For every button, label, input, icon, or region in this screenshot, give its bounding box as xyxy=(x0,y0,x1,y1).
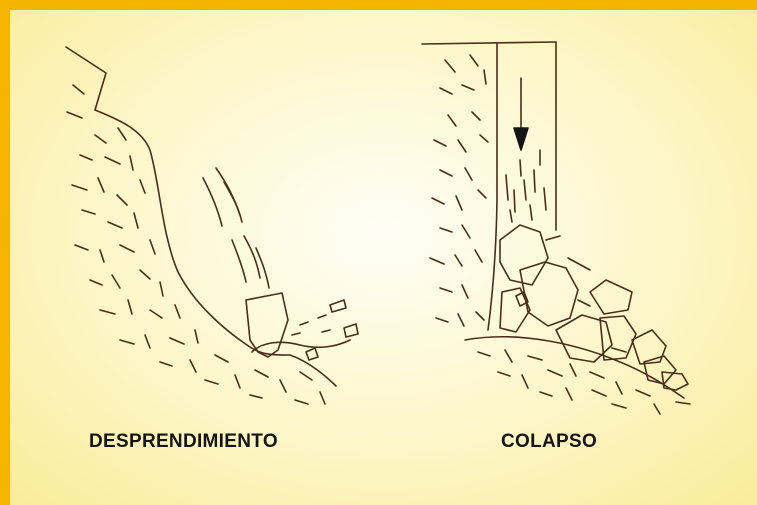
fall-motion-lines xyxy=(202,167,270,289)
column-fracture-lines xyxy=(505,149,547,223)
cliff-profile xyxy=(65,46,337,387)
down-arrow-icon xyxy=(513,77,529,151)
ground-line xyxy=(464,335,685,399)
cliff-left-face xyxy=(487,43,498,331)
falling-block xyxy=(245,292,289,358)
desprendimiento-illustration xyxy=(65,46,359,405)
collapsed-blocks xyxy=(499,224,689,391)
wall-hatching xyxy=(429,54,489,327)
colapso-illustration xyxy=(421,41,691,415)
label-desprendimiento: DESPRENDIMIENTO xyxy=(89,431,278,452)
ground-hatching xyxy=(477,349,691,415)
rock-hatching xyxy=(66,84,326,405)
debris-landing-line xyxy=(251,339,351,353)
small-fragments xyxy=(291,299,359,361)
cliff-top-edge xyxy=(421,41,557,45)
label-colapso: COLAPSO xyxy=(501,431,598,452)
